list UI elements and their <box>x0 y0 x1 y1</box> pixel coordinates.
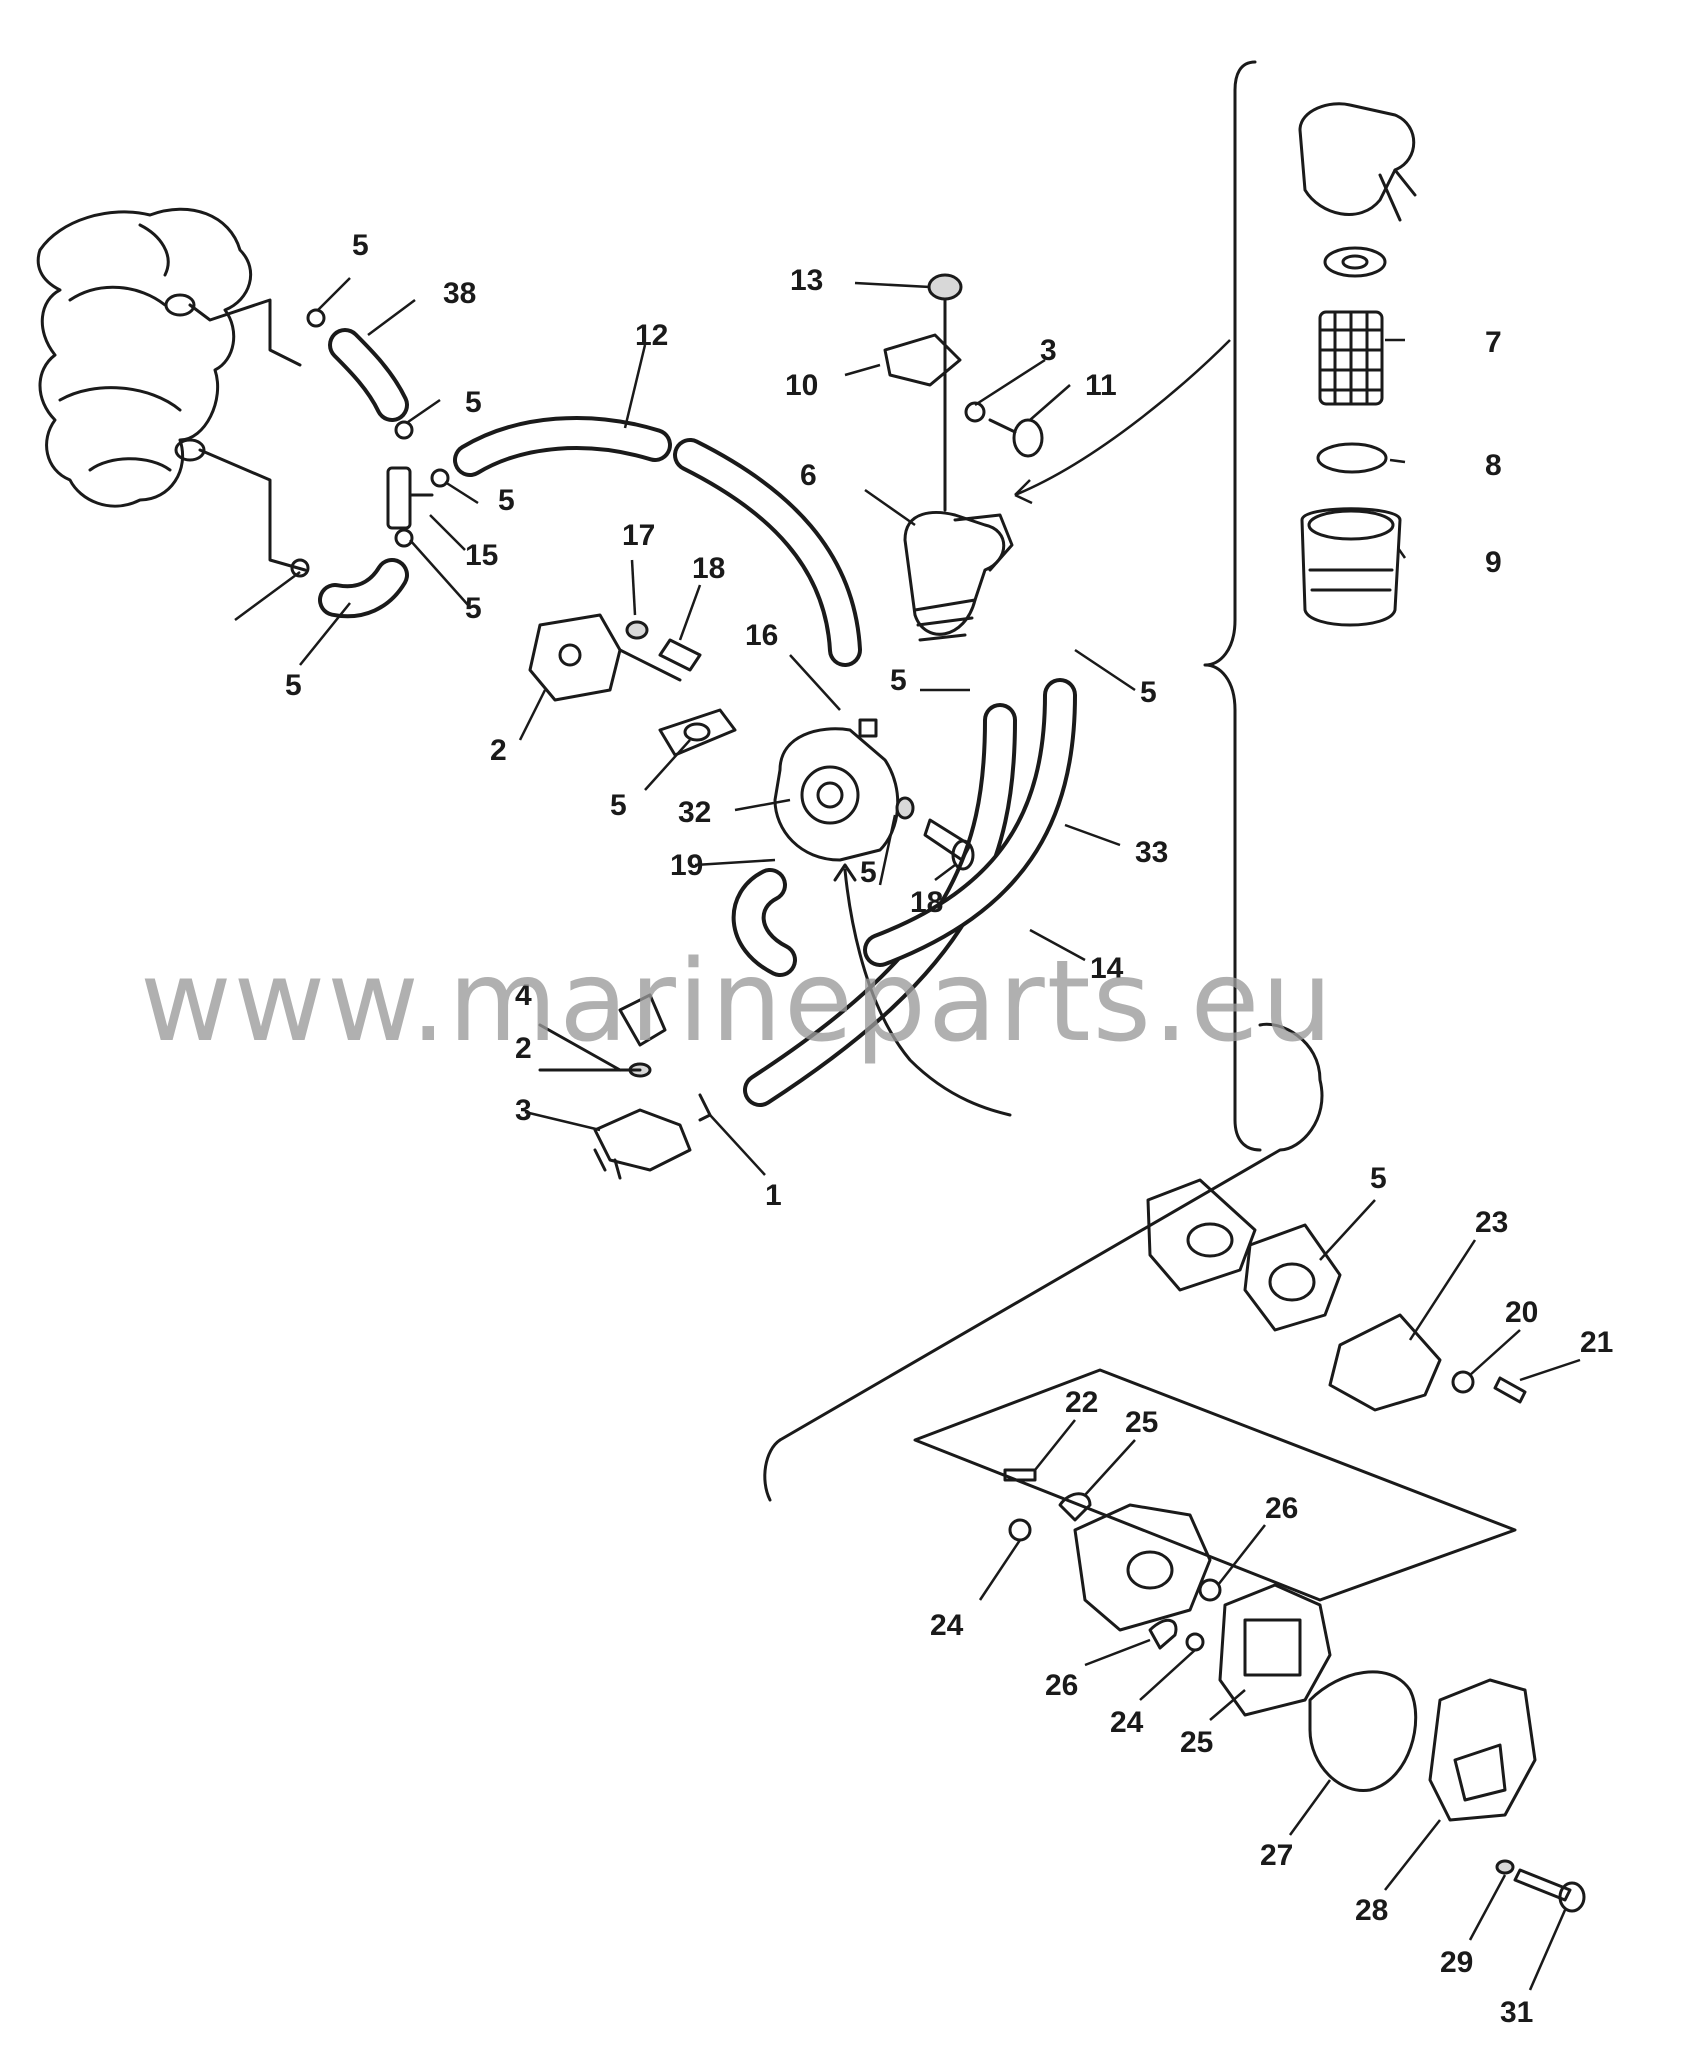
callout-8: 8 <box>1485 449 1502 482</box>
callout-5: 5 <box>1140 676 1157 709</box>
engine-block-drawing <box>36 207 307 572</box>
callout-5: 16 <box>745 619 778 652</box>
callout-10: 10 <box>785 369 818 402</box>
callout-7: 7 <box>1485 326 1502 359</box>
callout-2: 18 <box>692 552 725 585</box>
callout-20: 23 <box>1475 1206 1508 1239</box>
callout-15: 15 <box>465 539 498 572</box>
callout-26: 24 <box>930 1609 964 1642</box>
callout-23: 5 <box>1370 1162 1387 1195</box>
callout-12: 12 <box>635 319 668 352</box>
callout-5: 19 <box>670 849 703 882</box>
pump-rebuild-exploded-drawing <box>763 1022 1586 1913</box>
callout-18: 5 <box>860 856 877 889</box>
callout-27: 25 <box>1180 1726 1213 1759</box>
callout-32: 5 <box>610 789 627 822</box>
callout-25: 22 <box>1065 1386 1098 1419</box>
callout-5: 5 <box>352 229 369 262</box>
callout-11: 11 <box>1085 369 1117 402</box>
callout-28: 27 <box>1260 1839 1293 1872</box>
callout-19: 32 <box>678 796 711 829</box>
fuel-filter-assembly-drawing <box>883 273 1044 642</box>
fuel-connector-drawing <box>538 993 712 1180</box>
callout-1: 3 <box>515 1094 532 1127</box>
callout-6: 6 <box>800 459 817 492</box>
callout-9: 9 <box>1485 546 1502 579</box>
callout-18: 17 <box>622 519 655 552</box>
callout-16: 2 <box>490 734 507 767</box>
callout-24: 26 <box>1045 1669 1078 1702</box>
callout-17: 5 <box>285 669 302 702</box>
callout-24: 25 <box>1125 1406 1158 1439</box>
callout-5: 5 <box>890 664 907 697</box>
callout-21: 20 <box>1505 1296 1538 1329</box>
callout-3: 3 <box>1040 334 1057 367</box>
callout-5: 1 <box>765 1179 782 1212</box>
callout-38: 38 <box>443 277 476 310</box>
callout-26: 26 <box>1265 1492 1298 1525</box>
filter-element-exploded-drawing <box>1203 60 1417 1152</box>
callout-31: 29 <box>1440 1946 1473 1979</box>
callout-4: 14 <box>1090 952 1124 985</box>
callout-14: 33 <box>1135 836 1168 869</box>
fuel-pump-assembly-drawing <box>528 613 1012 1117</box>
tee-fitting-drawing <box>290 308 450 578</box>
callout-33: 18 <box>910 886 943 919</box>
callout-25: 24 <box>1110 1706 1144 1739</box>
fuel-hoses <box>318 328 1077 1107</box>
callout-5: 5 <box>465 592 482 625</box>
callout-13: 13 <box>790 264 823 297</box>
callout-5: 5 <box>498 484 515 517</box>
watermark-text: www.marineparts.eu <box>140 937 1334 1067</box>
callout-30: 31 <box>1500 1996 1533 2029</box>
callout-leaders <box>234 277 1581 1991</box>
callout-29: 28 <box>1355 1894 1388 1927</box>
callout-3: 2 <box>515 1032 532 1065</box>
callout-22: 21 <box>1580 1326 1613 1359</box>
callout-labels: 13 10 3 11 6 7 8 9 5 38 12 5 5 15 5 5 17… <box>285 229 1613 2029</box>
callout-2: 4 <box>515 979 532 1012</box>
callout-5: 5 <box>465 386 482 419</box>
